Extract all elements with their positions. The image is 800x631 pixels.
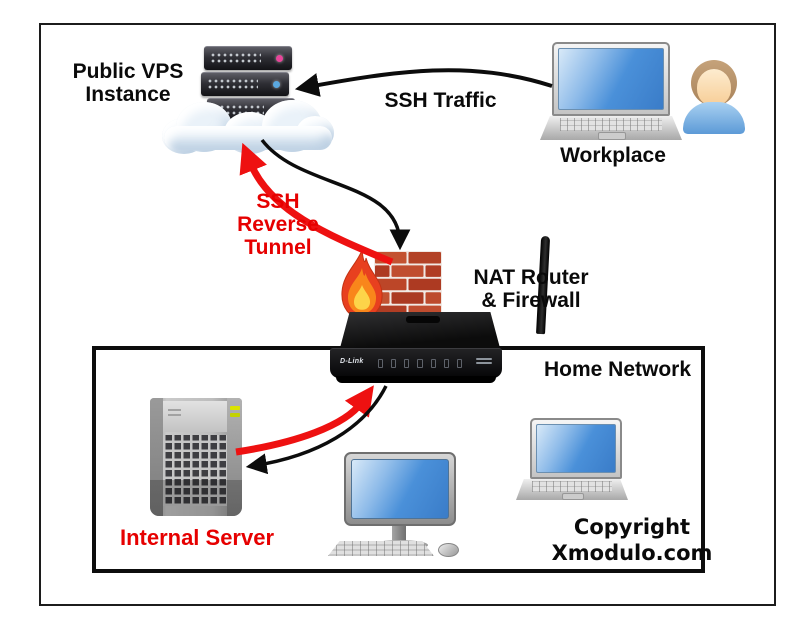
ssh-traffic-label: SSH Traffic [384, 89, 497, 112]
firewall-bricks [375, 252, 441, 318]
server-led [273, 81, 280, 88]
router-front-panel: D-Link [330, 348, 502, 378]
nat-router-firewall-label: NAT Router & Firewall [452, 266, 610, 312]
ssh-reverse-line3: Tunnel [244, 236, 312, 259]
laptop-trackpad [561, 492, 585, 500]
image-border [39, 23, 776, 606]
server-led [230, 406, 240, 410]
home-laptop-icon [516, 418, 628, 503]
public-vps-label: Public VPS Instance [48, 60, 208, 106]
firewall-icon [335, 246, 447, 327]
server-vents [163, 435, 227, 506]
server-led [230, 413, 240, 417]
laptop-keyboard [559, 118, 663, 131]
public-vps-line2: Instance [85, 83, 171, 106]
laptop-screen [536, 424, 616, 473]
laptop-screen [558, 48, 664, 110]
workplace-laptop-icon [540, 42, 682, 140]
nat-router-icon: D-Link [326, 235, 566, 386]
server-unit-icon [201, 72, 289, 96]
server-vents [211, 53, 261, 65]
ssh-reverse-line1: SSH [256, 190, 300, 213]
firewall-mortar [374, 251, 442, 318]
ssh-reverse-tunnel-label: SSH Reverse Tunnel [203, 190, 353, 259]
monitor-screen [351, 459, 449, 519]
router-base [336, 376, 496, 383]
person-icon [683, 60, 745, 134]
desktop-computer-icon [326, 450, 466, 560]
copyright-line2: Xmodulo.com [551, 541, 713, 565]
home-network-label: Home Network [543, 358, 692, 381]
laptop-trackpad [598, 131, 626, 140]
internal-server-label: Internal Server [119, 525, 275, 550]
workplace-label: Workplace [560, 144, 666, 167]
router-led-icons [378, 359, 462, 368]
nat-router-line2: & Firewall [481, 289, 581, 312]
router-model-marks [476, 358, 492, 366]
ssh-reverse-line2: Reverse [237, 213, 319, 236]
server-unit-icon [204, 46, 292, 70]
server-led [276, 55, 283, 62]
laptop-keyboard [531, 481, 613, 492]
copyright-line1: Copyright [573, 515, 691, 539]
router-brand-label: D-Link [340, 358, 364, 365]
server-vents [208, 79, 258, 91]
internal-server-icon [150, 398, 242, 516]
cloud-icon [162, 98, 334, 154]
nat-router-line1: NAT Router [473, 266, 589, 289]
copyright-label: Copyright Xmodulo.com [543, 514, 721, 566]
public-vps-line1: Public VPS [72, 60, 184, 83]
mouse-icon [438, 543, 459, 557]
keyboard-icon [328, 541, 434, 556]
